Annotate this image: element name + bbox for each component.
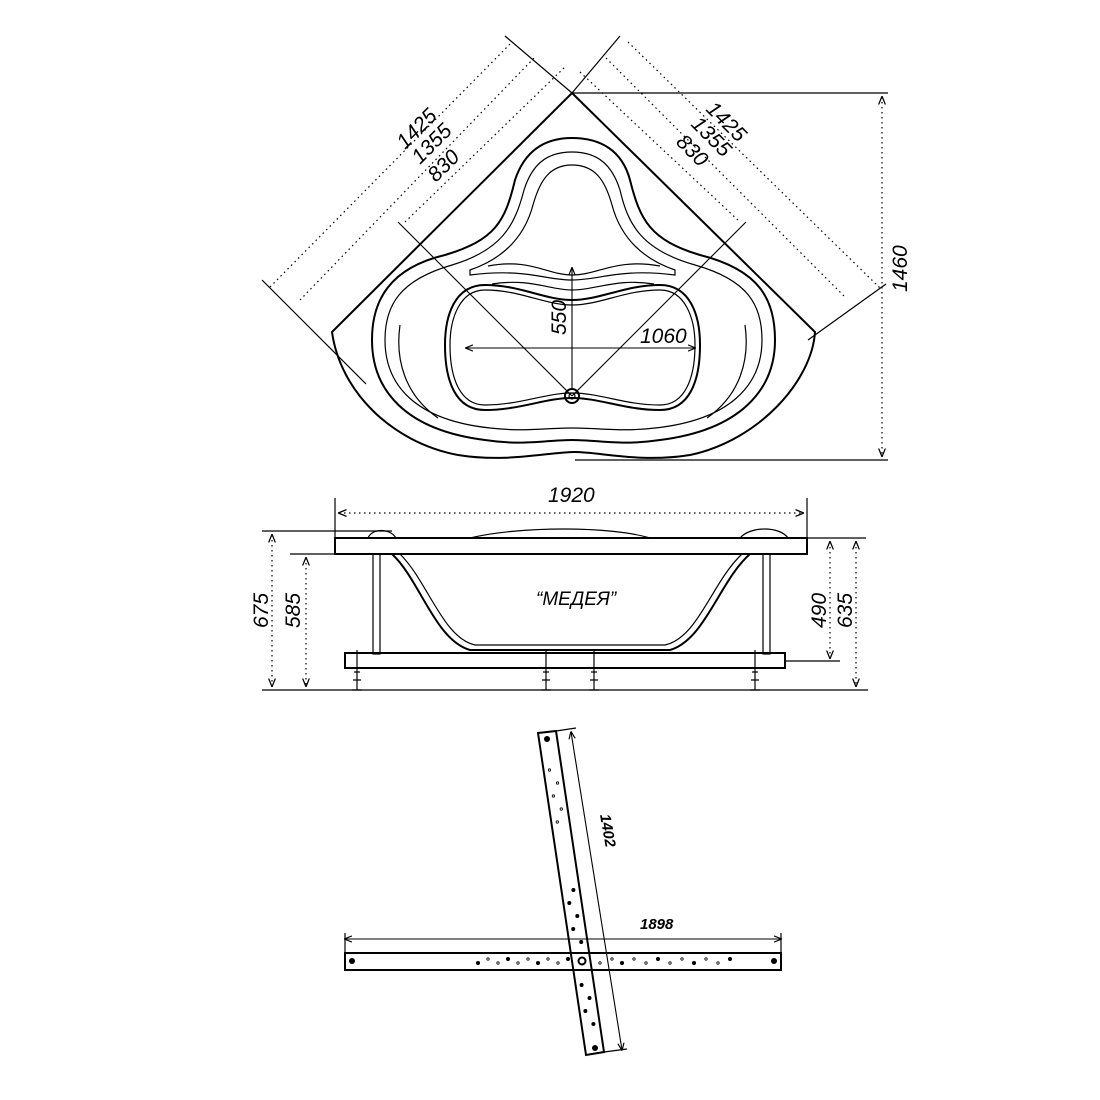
mounting-hole (632, 957, 636, 961)
screw-dbeam-bottom (592, 1045, 598, 1051)
center-bolt (577, 956, 587, 966)
ext-left-outer-a (261, 279, 367, 385)
armrest-groove-left (398, 324, 439, 419)
mounting-hole (567, 901, 572, 906)
model-label: “МЕДЕЯ” (536, 589, 618, 610)
rim-slab (334, 537, 808, 555)
mounting-hole (551, 794, 556, 798)
mounting-hole (575, 914, 580, 919)
ext-right-outer-a (571, 35, 621, 94)
rim-headrest-left (367, 529, 397, 539)
ext-right-outer-b (807, 283, 887, 341)
mounting-hole (486, 957, 490, 961)
dim-height: 1460 (889, 245, 912, 292)
tub-rim-outline (370, 136, 777, 444)
dim-diagonal-beam: 1402 (596, 813, 619, 849)
mounting-hole (668, 961, 672, 965)
feet (352, 650, 760, 691)
dim-line-right-mid (605, 57, 847, 299)
mounting-hole (692, 961, 697, 966)
foot-1 (352, 650, 362, 691)
mounting-hole (546, 957, 550, 961)
ext-left-outer-b (504, 35, 573, 94)
tub-body-inner (399, 553, 743, 646)
leg-right (762, 553, 771, 655)
drain-center (568, 392, 576, 400)
mounting-hole (559, 807, 563, 811)
horizontal-beam-holes (475, 957, 733, 966)
dim-height-right-inner: 490 (808, 593, 831, 628)
frame-view: 1402 1898 (344, 727, 782, 1057)
mounting-hole (571, 927, 576, 932)
tub-body-outline (391, 553, 751, 651)
dim-height-left-inner: 585 (282, 593, 305, 628)
horizontal-beam (344, 952, 782, 971)
mounting-hole (555, 820, 559, 824)
rim-headrest-center (469, 528, 651, 539)
mounting-hole (526, 957, 530, 961)
mounting-hole (516, 961, 520, 965)
diag-guide-right (571, 221, 747, 397)
mounting-hole (656, 957, 661, 962)
mounting-hole (536, 961, 541, 966)
mounting-hole (591, 1022, 596, 1027)
foot-3 (589, 650, 599, 691)
foot-2 (541, 650, 551, 691)
dim-line-left-outer (269, 41, 513, 288)
mounting-hole (505, 957, 510, 962)
ext-diag-top (555, 727, 577, 732)
mounting-hole (475, 961, 480, 966)
armrest-groove-right (706, 324, 747, 419)
mounting-hole (728, 957, 733, 962)
mounting-hole (571, 888, 576, 893)
bowl-outline (443, 283, 702, 412)
mounting-hole (704, 957, 708, 961)
mounting-hole (620, 961, 625, 966)
dim-line-diagonal-beam (571, 732, 622, 1050)
screw-hbeam-right (771, 958, 777, 964)
mounting-hole (644, 961, 648, 965)
tub-outer-outline (330, 91, 817, 459)
dim-line-right-outer (627, 41, 881, 289)
mounting-hole (556, 961, 560, 965)
base-frame (344, 652, 786, 669)
mounting-hole (716, 961, 720, 965)
screw-dbeam-top (544, 736, 550, 742)
dim-total-width: 1920 (548, 484, 595, 507)
dim-height-right-outer: 635 (834, 593, 857, 628)
mounting-hole (583, 1009, 588, 1014)
side-view: “МЕДЕЯ” 1920 675 585 490 635 (250, 484, 868, 691)
diagonal-beam (536, 729, 606, 1057)
diag-guide-left (397, 221, 573, 397)
rim-headrest-right (739, 528, 789, 539)
top-view: 1060 550 1425 1355 830 1425 1355 830 146… (261, 35, 912, 461)
headrest-outline (469, 164, 676, 281)
mounting-hole (598, 961, 602, 965)
mounting-hole (579, 983, 584, 988)
dim-bowl-width: 1060 (640, 325, 687, 348)
dim-bowl-depth: 550 (548, 300, 571, 335)
drain-icon (564, 388, 580, 404)
mounting-hole (579, 940, 584, 945)
ext-diag-bottom (603, 1048, 628, 1053)
leg-left (372, 553, 381, 655)
mounting-hole (587, 996, 592, 1001)
mounting-hole (610, 957, 614, 961)
diagonal-beam-holes (547, 768, 596, 1027)
dim-horizontal-beam: 1898 (640, 916, 674, 933)
foot-4 (750, 650, 760, 691)
mounting-hole (566, 957, 571, 962)
tub-rim-inner (384, 151, 763, 431)
mounting-hole (555, 781, 560, 785)
mounting-hole (680, 957, 684, 961)
mounting-hole (547, 768, 552, 772)
mounting-hole (496, 961, 500, 965)
dim-height-left-outer: 675 (250, 593, 273, 628)
screw-hbeam-left (349, 958, 355, 964)
